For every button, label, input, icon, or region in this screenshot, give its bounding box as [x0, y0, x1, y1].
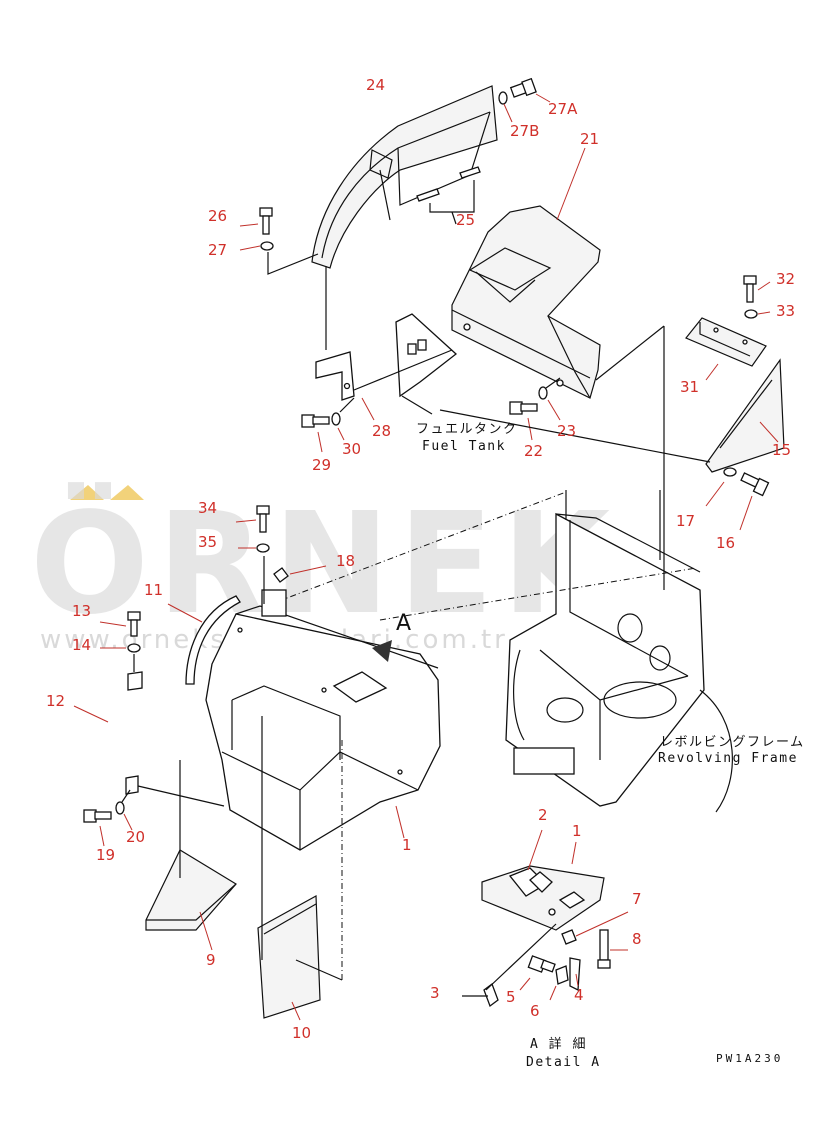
watermark: ÖRNEK www.orneksmakinalari.com.tr	[30, 481, 618, 655]
part-12-pipe	[73, 671, 225, 807]
part-9-pad	[145, 760, 237, 951]
callout-12: 12	[46, 692, 65, 710]
callout-28: 28	[372, 422, 391, 440]
part-24-cover	[311, 85, 498, 269]
part-28-bracket	[315, 313, 458, 421]
callout-16: 16	[716, 534, 735, 552]
callout-30: 30	[342, 440, 361, 458]
part-31-bracket	[685, 317, 767, 381]
callout-labels: 24 27A 27B 21 26 27 25 32 33 31 15 28 30…	[46, 76, 795, 1042]
bolt-16	[705, 467, 770, 531]
bolt-26	[239, 207, 327, 350]
detail-a-label-jp: A 詳 細	[530, 1036, 587, 1052]
callout-9: 9	[206, 951, 216, 969]
callout-13: 13	[72, 602, 91, 620]
callout-11: 11	[144, 581, 163, 599]
callout-24: 24	[366, 76, 385, 94]
bolt-19	[83, 789, 133, 847]
callout-31: 31	[680, 378, 699, 396]
detail-a-letter: A	[396, 611, 411, 636]
callout-5: 5	[506, 988, 516, 1006]
callout-22: 22	[524, 442, 543, 460]
callout-4: 4	[574, 986, 584, 1004]
part-10-pad	[257, 716, 343, 1021]
part-11-seal	[167, 595, 241, 685]
bolt-34	[235, 505, 270, 604]
bolt-27a	[498, 77, 551, 123]
callout-18: 18	[336, 552, 355, 570]
callout-15: 15	[772, 441, 791, 459]
callout-34: 34	[198, 499, 217, 517]
callout-27a: 27A	[548, 100, 578, 118]
callout-35: 35	[198, 533, 217, 551]
callout-26: 26	[208, 207, 227, 225]
part-15-cover	[705, 358, 785, 473]
revolving-frame-label-en: Revolving Frame	[658, 751, 798, 766]
callout-2: 2	[538, 806, 548, 824]
assembly-lines	[265, 325, 711, 621]
callout-6: 6	[530, 1002, 540, 1020]
detail-a-marker: A	[372, 611, 411, 662]
watermark-accent-right	[110, 485, 144, 500]
detail-a-view	[462, 829, 629, 1008]
callout-25: 25	[456, 211, 475, 229]
callout-14: 14	[72, 636, 91, 654]
callout-23: 23	[557, 422, 576, 440]
callout-17: 17	[676, 512, 695, 530]
drawing-code: PW1A230	[716, 1052, 783, 1065]
bolt-32	[743, 275, 771, 319]
part-18-clip	[261, 565, 327, 617]
callout-33: 33	[776, 302, 795, 320]
fuel-tank-label-en: Fuel Tank	[422, 439, 506, 454]
part-21-cover	[451, 147, 601, 399]
bolt-22	[509, 377, 561, 441]
callout-21: 21	[580, 130, 599, 148]
bolt-29	[301, 397, 355, 453]
revolving-frame-label-jp: レボルビングフレーム	[660, 735, 805, 750]
part-25-strips	[416, 166, 481, 225]
revolving-frame	[505, 490, 733, 813]
callout-19: 19	[96, 846, 115, 864]
callout-20: 20	[126, 828, 145, 846]
callout-1-main: 1	[402, 836, 412, 854]
detail-arrow-icon	[372, 640, 392, 662]
callout-27b: 27B	[510, 122, 539, 140]
callout-32: 32	[776, 270, 795, 288]
fuel-tank-label-jp: フュエルタンク	[416, 422, 518, 437]
watermark-brand: ÖRNEK	[30, 481, 618, 646]
callout-1-detail: 1	[572, 822, 582, 840]
captions: フュエルタンク Fuel Tank レボルビングフレーム Revolving F…	[416, 422, 805, 1070]
callout-29: 29	[312, 456, 331, 474]
callout-3: 3	[430, 984, 440, 1002]
callout-27: 27	[208, 241, 227, 259]
callout-7: 7	[632, 890, 642, 908]
callout-8: 8	[632, 930, 642, 948]
callout-10: 10	[292, 1024, 311, 1042]
watermark-accent-left	[70, 485, 104, 500]
bolt-13	[99, 611, 141, 672]
detail-a-label-en: Detail A	[526, 1055, 601, 1070]
